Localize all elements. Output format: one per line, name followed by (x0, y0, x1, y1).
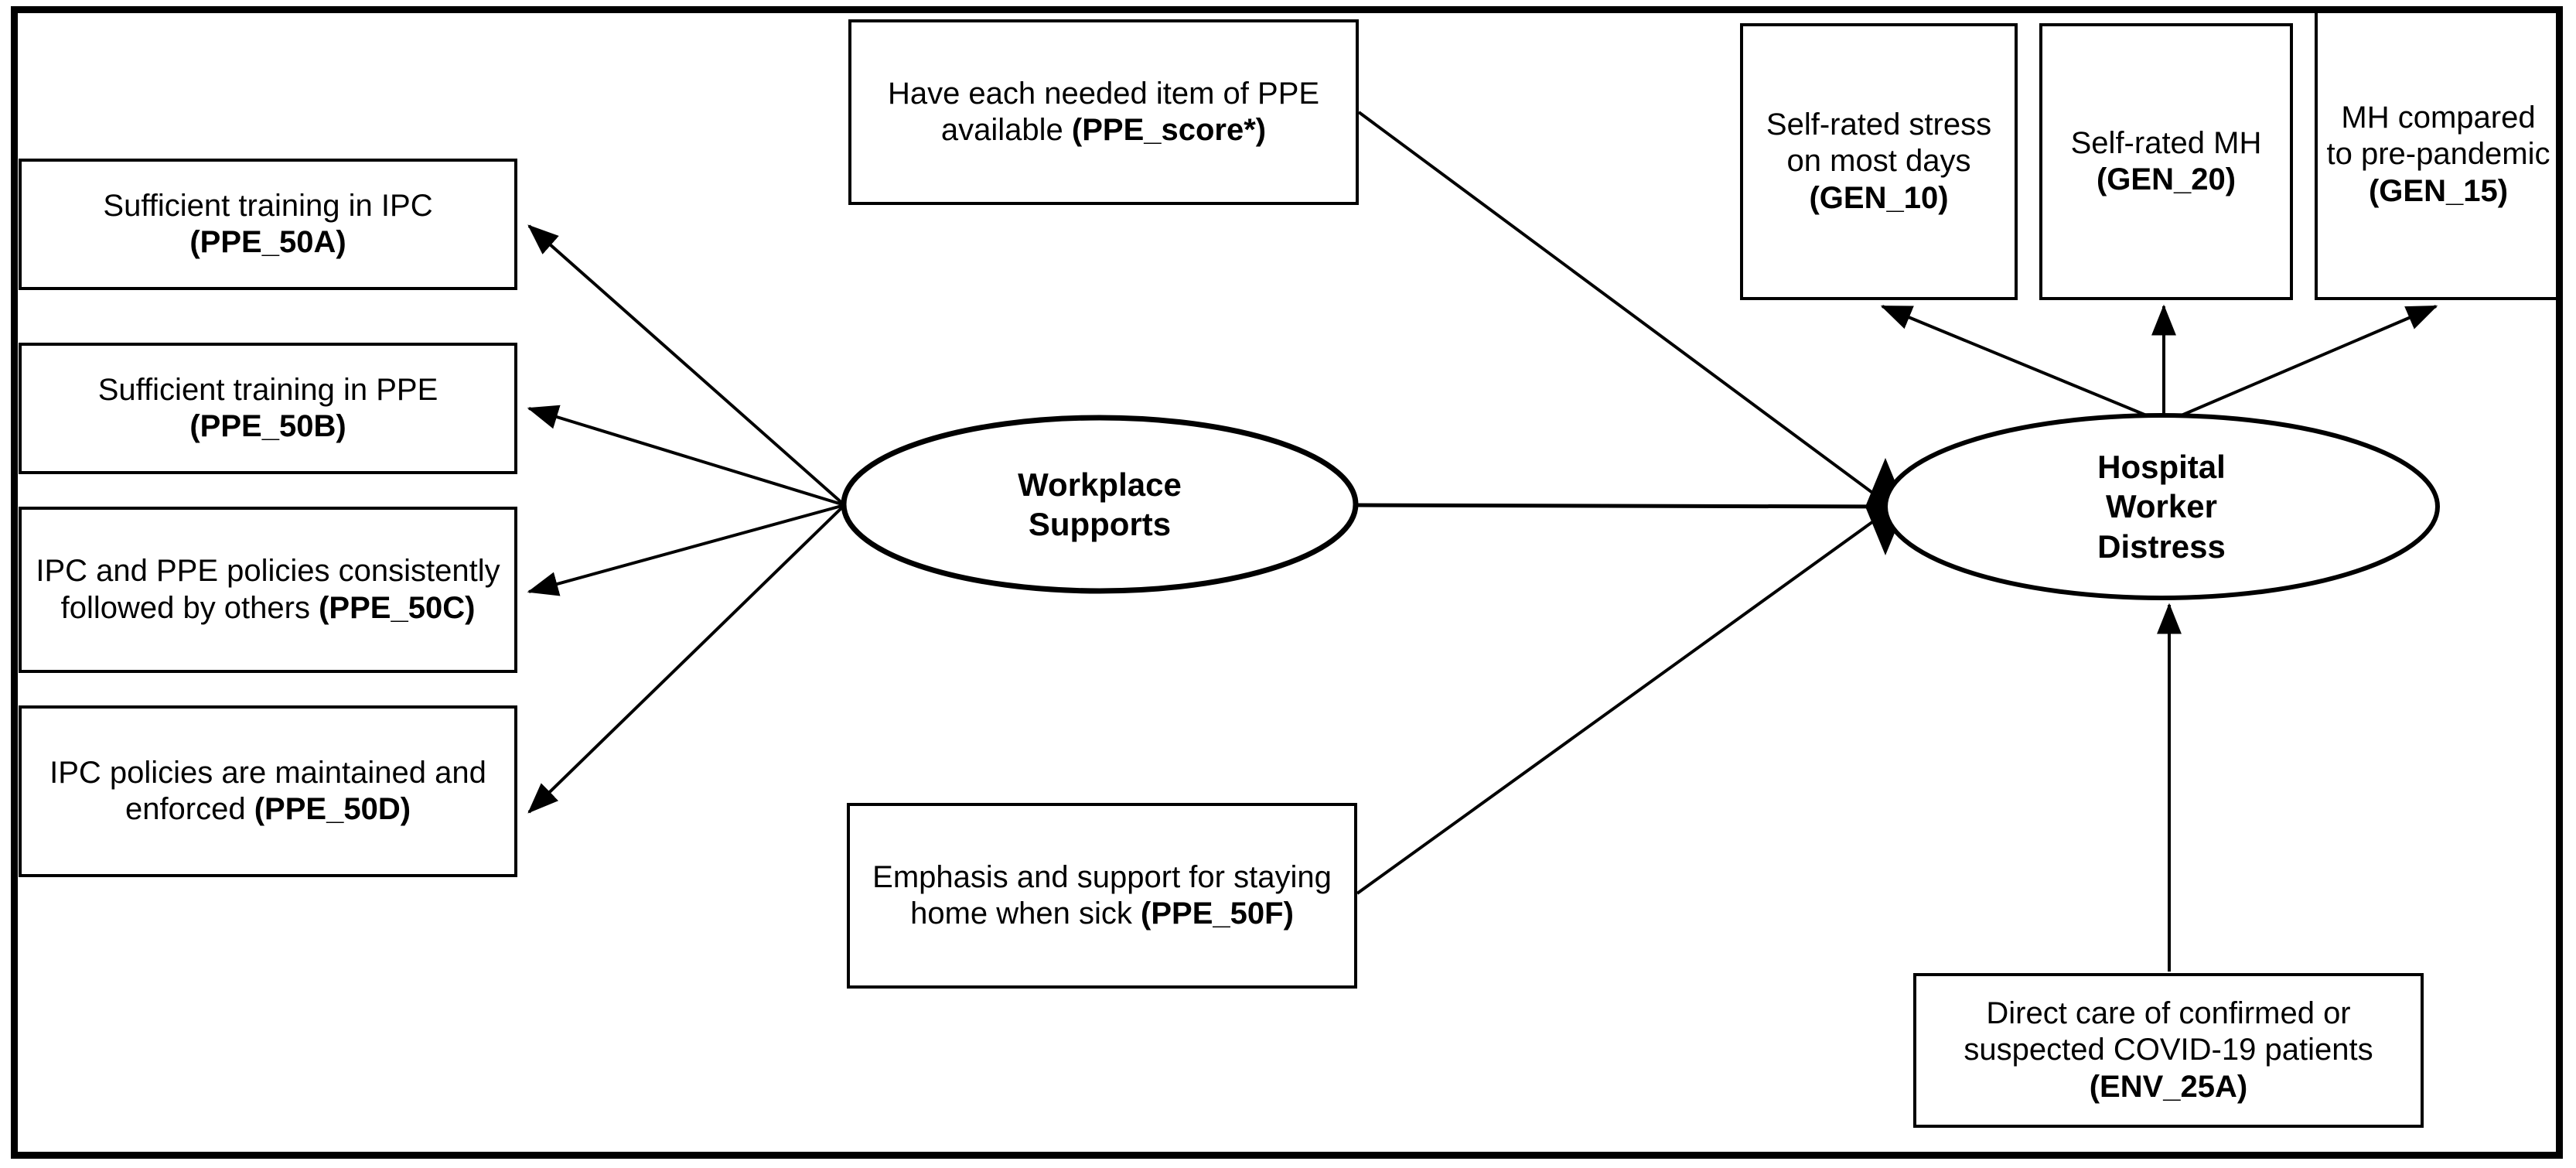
ppe-score-text: Have each needed item of PPE available (887, 76, 1320, 147)
ppe-score-code: (PPE_score*) (1071, 113, 1267, 147)
path-hwd-to-gen10 (1880, 305, 2162, 423)
gen-15-code: (GEN_15) (2368, 173, 2509, 208)
path-ws-to-ppe50b (527, 405, 845, 507)
env-25a-text: Direct care of confirmed or suspected CO… (1964, 996, 2373, 1067)
ppe-50a-code: (PPE_50A) (189, 225, 346, 259)
indicator-box-gen-10[interactable]: Self-rated stress on most days (GEN_10) (1740, 23, 2018, 300)
ppe-50c-text: IPC and PPE policies consistently follow… (36, 554, 500, 625)
diagram-frame-border (11, 6, 2563, 1159)
path-hwd-to-gen15 (2166, 305, 2438, 423)
ppe-50f-text: Emphasis and support for staying home wh… (872, 859, 1332, 931)
indicator-box-env-25a[interactable]: Direct care of confirmed or suspected CO… (1913, 973, 2424, 1128)
latent-workplace-supports[interactable] (841, 415, 1359, 594)
path-ppe50f-to-hwd (1356, 514, 1882, 895)
indicator-box-ppe-50a[interactable]: Sufficient training in IPC (PPE_50A) (19, 159, 517, 290)
indicator-box-ppe-50f[interactable]: Emphasis and support for staying home wh… (847, 803, 1357, 989)
indicator-box-ppe-50d[interactable]: IPC policies are maintained and enforced… (19, 705, 517, 877)
gen-20-code: (GEN_20) (2096, 162, 2237, 196)
path-ws-to-ppe50d (527, 504, 846, 814)
ppe-50d-code: (PPE_50D) (254, 792, 411, 826)
path-ws-to-hwd (1355, 503, 1885, 509)
ppe-50a-text: Sufficient training in IPC (103, 188, 433, 223)
indicator-box-gen-20[interactable]: Self-rated MH (GEN_20) (2039, 23, 2293, 300)
gen-20-text: Self-rated MH (2070, 125, 2262, 160)
latent-hospital-worker-distress[interactable] (1883, 413, 2440, 600)
ppe-50d-text: IPC policies are maintained and enforced (49, 755, 486, 826)
ppe-50f-code: (PPE_50F) (1141, 896, 1294, 931)
ppe-50b-code: (PPE_50B) (189, 409, 346, 443)
path-ws-to-ppe50a (527, 224, 846, 507)
indicator-box-ppe-score[interactable]: Have each needed item of PPE available (… (848, 19, 1359, 205)
gen-10-text: Self-rated stress on most days (1766, 108, 1992, 179)
gen-10-code: (GEN_10) (1809, 180, 1949, 215)
indicator-box-ppe-50c[interactable]: IPC and PPE policies consistently follow… (19, 507, 517, 673)
ppe-50c-code: (PPE_50C) (319, 590, 476, 625)
path-ws-to-ppe50c (527, 504, 845, 596)
env-25a-code: (ENV_25A) (2089, 1069, 2248, 1104)
indicator-box-ppe-50b[interactable]: Sufficient training in PPE (PPE_50B) (19, 343, 517, 474)
indicator-box-gen-15[interactable]: MH compared to pre-pandemic (GEN_15) (2315, 9, 2562, 300)
path-ppescore-to-hwd (1357, 111, 1882, 500)
ppe-50b-text: Sufficient training in PPE (97, 372, 438, 407)
gen-15-text: MH compared to pre-pandemic (2326, 101, 2550, 172)
